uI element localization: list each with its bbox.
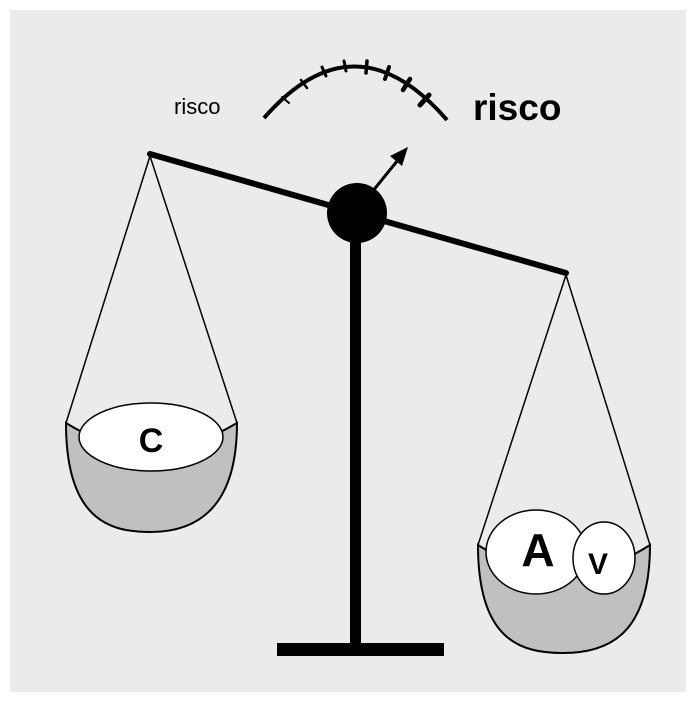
gauge-tick (400, 76, 413, 93)
pointer-shaft (370, 159, 400, 193)
scale-base (277, 643, 444, 656)
weight-a-label: A (521, 524, 554, 576)
gauge-tick (364, 59, 369, 75)
risk-gauge: risco risco (174, 59, 561, 128)
right-pan: A V (476, 274, 652, 655)
gauge-tick (383, 65, 391, 81)
right-pan-string (477, 274, 567, 546)
left-pan-string (149, 155, 238, 424)
gauge-ticks (281, 59, 432, 108)
gauge-tick (342, 59, 348, 73)
weight-c-label: C (139, 422, 164, 460)
weight-c (78, 402, 224, 472)
gauge-tick (281, 96, 290, 104)
scale-post (350, 212, 361, 648)
gauge-tick (320, 65, 328, 78)
weight-v-label: V (588, 548, 608, 581)
gauge-label-low: risco (174, 94, 220, 119)
left-pan: C (64, 155, 239, 534)
gauge-arc (262, 64, 449, 122)
gauge-label-high: risco (473, 87, 561, 128)
weight-v (572, 521, 636, 595)
scale-pivot (327, 183, 387, 243)
pointer-arrow (370, 147, 408, 193)
pointer-arrowhead (390, 147, 408, 166)
right-pan-string (565, 274, 651, 546)
gauge-tick (299, 78, 309, 90)
left-pan-string (65, 155, 151, 424)
gauge-tick (417, 92, 432, 108)
